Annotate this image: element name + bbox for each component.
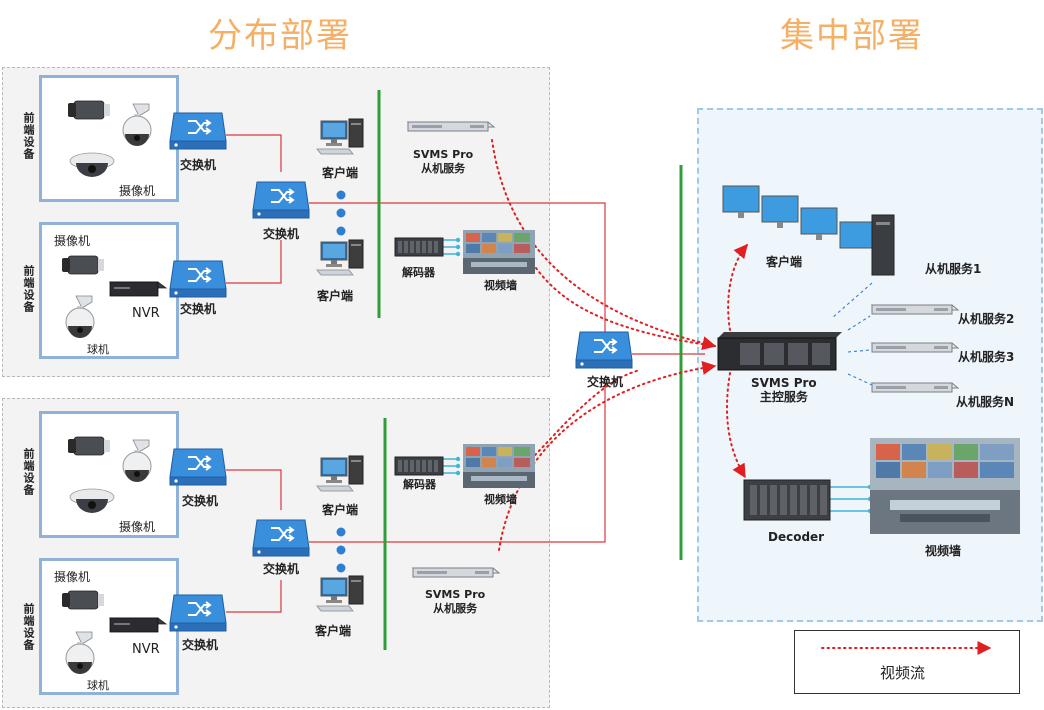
centralized-deployment-title: 集中部署 [780,16,924,56]
link-switch1-to-core1 [226,134,282,172]
ptz-camera-icon [122,439,152,483]
video-wall-label: 视频墙 [484,279,517,292]
switch-label: 交换机 [180,302,217,316]
front-device-label: 前端设备 [22,112,35,160]
center-monitors-icon [722,185,895,276]
switch-icon [169,260,227,298]
video-wall-icon [463,444,535,488]
distributed-deployment-title: 分布部署 [208,16,352,56]
slave-service-links [831,282,873,386]
switch-icon [575,331,633,369]
slave-service-1-label: 从机服务1 [925,262,982,276]
front-device-box-3 [39,411,179,538]
switch-label: 交换机 [263,562,300,576]
link-switch2-to-core1 [226,240,282,284]
nvr-label: NVR [132,642,160,657]
dome-camera-icon [69,152,115,178]
decoder-icon [394,456,444,476]
dome-label: 球机 [87,343,109,356]
video-stream-flows [491,139,992,655]
svms-slave-label: SVMS Pro 从机服务 [425,588,486,615]
camera-label: 摄像机 [54,570,91,584]
client-ellipsis-dots [336,190,346,573]
slave-service-n-label: 从机服务N [956,395,1015,409]
switch-icon [169,112,227,150]
dome-camera-icon [69,488,115,514]
site1-links [226,134,705,355]
client-pc-icon [316,239,364,276]
switch-label: 交换机 [182,494,219,508]
switch-label: 交换机 [182,638,219,652]
client-label: 客户端 [317,289,354,303]
decoder-label: 解码器 [403,478,436,491]
legend-box [794,630,1020,694]
switch-icon [252,519,310,557]
video-wall-label: 视频墙 [484,493,517,506]
client-label: 客户端 [322,166,359,180]
dome-ptz-camera-icon [65,631,95,675]
svms-slave-label: SVMS Pro 从机服务 [413,148,474,175]
decoder-icon [394,237,444,257]
server-icon [871,304,959,315]
front-device-box-2 [39,222,179,359]
box-camera-icon [61,590,105,610]
slave-service-3-label: 从机服务3 [958,350,1015,364]
client-label: 客户端 [766,255,803,269]
switch-icon [252,181,310,219]
link-switch3-to-core2 [226,469,282,510]
front-device-label: 前端设备 [22,265,35,313]
camera-label: 摄像机 [119,520,156,534]
server-icon [871,342,959,353]
dome-label: 球机 [87,679,109,692]
front-device-label: 前端设备 [22,448,35,496]
server-icon [871,382,959,393]
server-icon [412,567,500,578]
client-label: 客户端 [315,624,352,638]
camera-label: 摄像机 [119,184,156,198]
client-label: 客户端 [322,503,359,517]
camera-label: 摄像机 [54,234,91,248]
switch-icon [169,448,227,486]
front-device-box-1 [39,75,179,202]
ptz-camera-icon [122,103,152,147]
site2-links [226,380,606,613]
decoder-en-label: Decoder [768,530,825,544]
box-camera-icon [67,436,111,456]
center-video-wall-icon [870,438,1020,534]
client-pc-icon [316,455,364,492]
master-server-icon [717,332,842,371]
client-pc-icon [316,118,364,155]
link-core1-to-center [309,202,606,354]
video-wall-label: 视频墙 [925,544,962,558]
front-device-label: 前端设备 [22,603,35,651]
legend-video-stream-label: 视频流 [880,664,926,682]
switch-label: 交换机 [587,375,624,389]
decoder-label: 解码器 [402,266,435,279]
switch-label: 交换机 [180,158,217,172]
switch-label: 交换机 [263,227,300,241]
nvr-icon [109,281,167,297]
slave-service-2-label: 从机服务2 [958,312,1015,326]
box-camera-icon [67,100,111,120]
server-icon [407,121,495,132]
client-pc-icon [316,575,364,612]
nvr-icon [109,617,167,633]
center-decoder-icon [743,479,831,521]
link-switch4-to-core2 [226,580,282,613]
link-core2-to-center [309,380,606,543]
switch-icon [169,594,227,632]
dome-ptz-camera-icon [65,295,95,339]
svms-master-label: SVMS Pro 主控服务 [751,376,817,404]
box-camera-icon [61,255,105,275]
nvr-label: NVR [132,306,160,321]
video-wall-icon [463,230,535,274]
